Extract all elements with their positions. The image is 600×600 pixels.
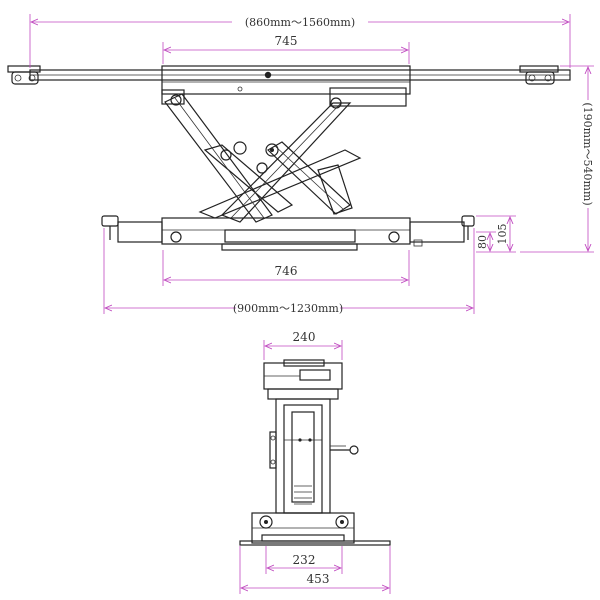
dim-top-span: (860mm～1560mm) bbox=[29, 14, 571, 68]
left-top-pad bbox=[7, 65, 41, 85]
dim-base-beam: 746 bbox=[162, 250, 410, 286]
pivot-pins bbox=[170, 94, 342, 174]
side-view: (860mm～1560mm) 745 746 (900mm～1230mm) 80 bbox=[7, 14, 594, 316]
dim-top-beam: 745 bbox=[162, 34, 410, 64]
top-width-label: 240 bbox=[293, 330, 316, 344]
base-inner-label: 232 bbox=[293, 553, 316, 567]
height-105-label: 105 bbox=[496, 224, 509, 245]
end-top-plate bbox=[263, 359, 343, 400]
dim-height-80: 80 bbox=[476, 231, 516, 253]
dim-end-top-width: 240 bbox=[263, 330, 343, 360]
base-beam-label: 746 bbox=[275, 264, 298, 278]
height-range-label: (190mm～540mm) bbox=[581, 102, 594, 205]
dim-height-range: (190mm～540mm) bbox=[520, 65, 594, 253]
base-extension-right bbox=[409, 215, 475, 243]
base-frame bbox=[161, 217, 423, 251]
dim-end-base-outer: 453 bbox=[239, 546, 391, 594]
end-view: 240 232 453 bbox=[239, 330, 391, 594]
base-span-label: (900mm～1230mm) bbox=[233, 302, 343, 315]
dim-base-span: (900mm～1230mm) bbox=[103, 228, 475, 316]
base-extension-left bbox=[101, 215, 163, 243]
safety-release-handle-icon bbox=[330, 445, 359, 455]
dim-height-105: 105 bbox=[476, 215, 516, 251]
right-top-pad bbox=[519, 65, 559, 85]
end-column bbox=[269, 398, 331, 514]
dim-end-base-inner: 232 bbox=[265, 546, 343, 574]
base-outer-label: 453 bbox=[307, 572, 330, 586]
top-span-label: (860mm～1560mm) bbox=[245, 16, 355, 29]
end-base bbox=[239, 512, 391, 546]
height-80-label: 80 bbox=[476, 235, 489, 249]
top-beam bbox=[161, 65, 411, 107]
top-extension-arm bbox=[29, 69, 571, 81]
scissor-arms bbox=[164, 93, 362, 223]
hydraulic-cylinder bbox=[266, 141, 353, 215]
top-beam-label: 745 bbox=[275, 34, 298, 48]
